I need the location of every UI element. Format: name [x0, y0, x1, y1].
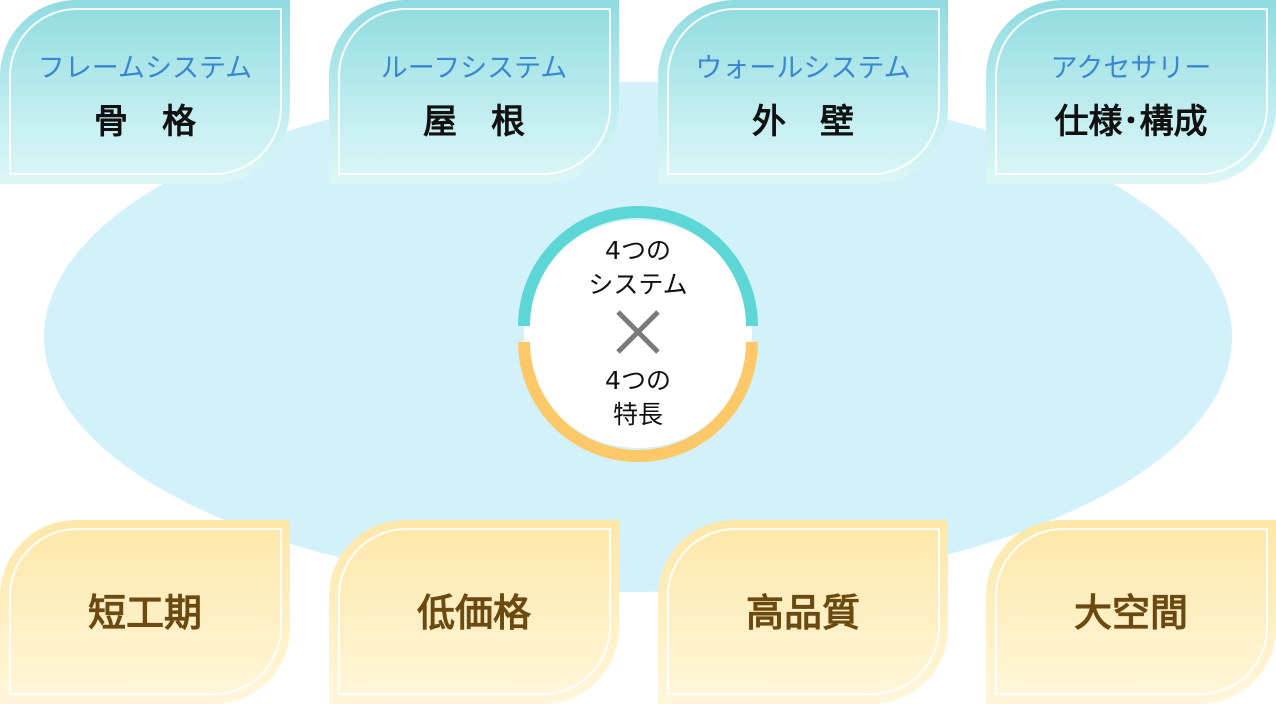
card-inner-border [995, 8, 1268, 175]
system-label: アクセサリー [1050, 53, 1212, 84]
feature-label: 高品質 [745, 591, 860, 635]
system-card-frame: フレームシステム 骨 格 [0, 0, 290, 184]
card-inner-border [9, 8, 282, 175]
system-label: ウォールシステム [695, 53, 911, 84]
center-top-line2: システム [588, 270, 688, 299]
card-inner-border [338, 528, 611, 695]
center-bottom-line1: 4つの [605, 366, 671, 395]
feature-card-large-space: 大空間 [986, 520, 1276, 704]
system-subtitle: 骨 格 [94, 102, 196, 142]
feature-card-short-term: 短工期 [0, 520, 290, 704]
feature-card-low-price: 低価格 [329, 520, 619, 704]
center-bottom-line2: 特長 [612, 400, 663, 429]
feature-arc [518, 341, 758, 462]
feature-card-high-quality: 高品質 [658, 520, 948, 704]
system-card-wall: ウォールシステム 外 壁 [658, 0, 948, 184]
feature-label: 短工期 [87, 591, 202, 635]
card-inner-border [667, 8, 940, 175]
system-label: フレームシステム [37, 53, 253, 84]
card-inner-border [9, 528, 282, 695]
system-subtitle: 仕様･構成 [1054, 102, 1208, 142]
card-inner-border [338, 8, 611, 175]
system-subtitle: 屋 根 [423, 102, 525, 142]
center-top-line1: 4つの [605, 236, 671, 265]
system-card-roof: ルーフシステム 屋 根 [329, 0, 619, 184]
system-subtitle: 外 壁 [752, 102, 854, 142]
system-label: ルーフシステム [380, 53, 568, 84]
center-circle [518, 206, 758, 462]
feature-label: 大空間 [1073, 591, 1188, 635]
system-arc [518, 206, 758, 327]
system-card-accessory: アクセサリー 仕様･構成 [986, 0, 1276, 184]
feature-label: 低価格 [416, 591, 531, 635]
card-inner-border [667, 528, 940, 695]
card-inner-border [995, 528, 1268, 695]
cross-icon [616, 310, 660, 354]
